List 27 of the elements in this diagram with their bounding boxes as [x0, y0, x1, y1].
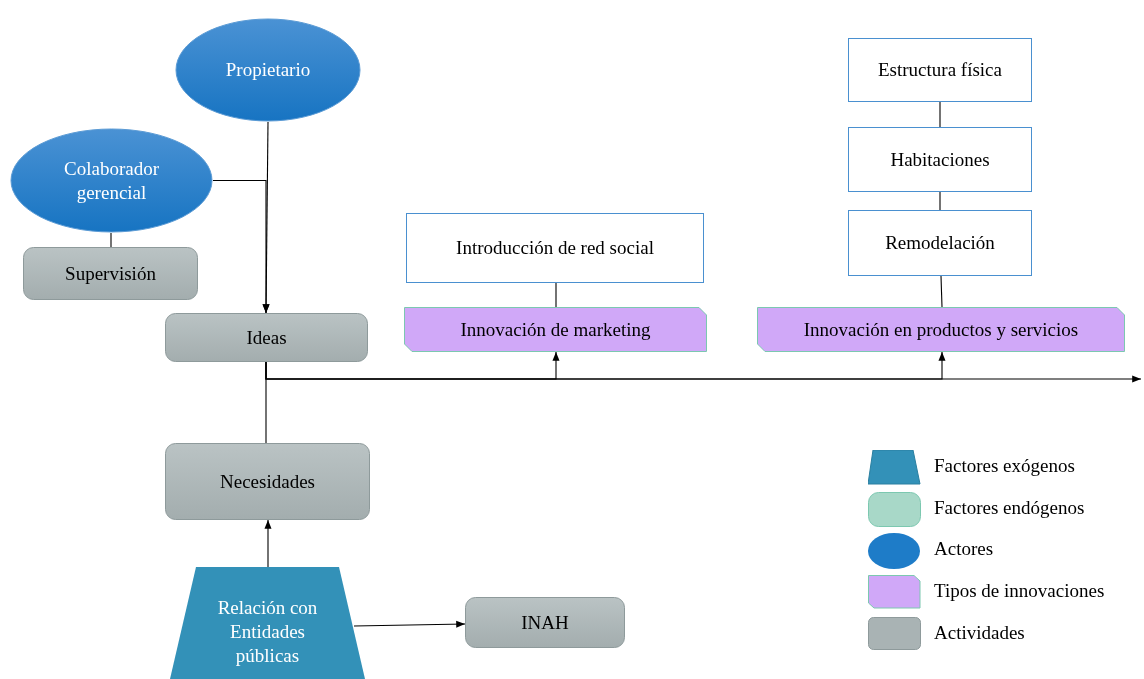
- connector-line: [939, 191, 941, 211]
- legend-label: Tipos de innovaciones: [934, 580, 1105, 602]
- node-label: INAH: [521, 610, 569, 635]
- legend-label: Factores exógenos: [934, 455, 1075, 477]
- node-label: Necesidades: [220, 469, 315, 494]
- connector-line: [939, 101, 941, 128]
- node-label: Innovación de marketing: [460, 317, 651, 342]
- connector-line: [110, 232, 112, 248]
- node-label: Innovación en productos y servicios: [803, 317, 1079, 342]
- connector-line: [940, 275, 943, 308]
- connector-line: [265, 361, 1142, 383]
- node-label: Introducción de red social: [456, 236, 654, 260]
- connector-line: [555, 282, 557, 308]
- legend-label: Factores endógenos: [934, 497, 1085, 519]
- node-label: Supervisión: [65, 261, 156, 286]
- legend-label: Actividades: [934, 622, 1025, 644]
- legend-label: Actores: [934, 538, 994, 560]
- connector-line: [264, 519, 272, 568]
- connector-line: [353, 620, 466, 628]
- node-label: Propietario: [225, 58, 311, 82]
- connector-line: [212, 179, 270, 314]
- node-label: Estructura física: [878, 58, 1002, 82]
- node-label: Habitaciones: [890, 147, 990, 172]
- node-label: Colaborador gerencial: [63, 156, 160, 205]
- node-label: Ideas: [246, 325, 287, 350]
- node-label: Relación con Entidades públicas: [216, 596, 319, 668]
- node-label: Remodelación: [885, 231, 995, 255]
